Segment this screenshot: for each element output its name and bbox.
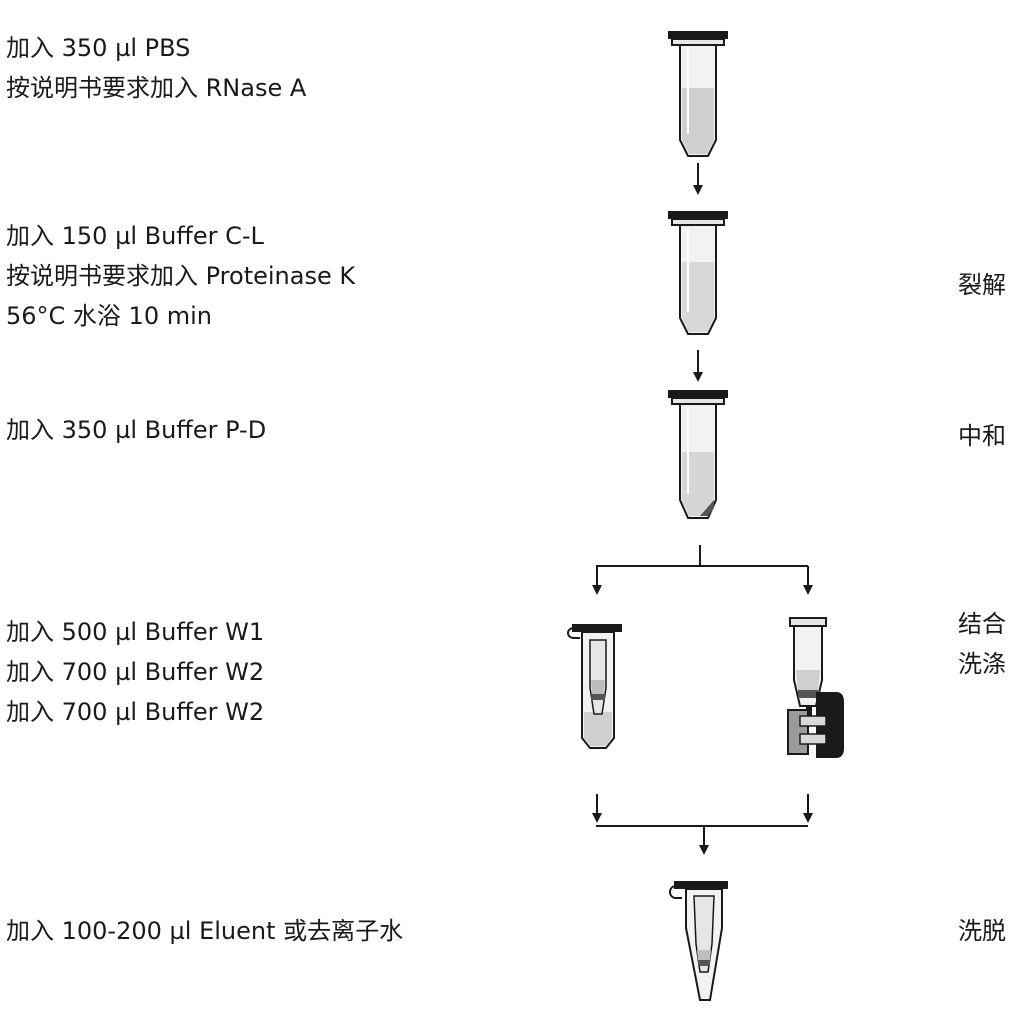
step-4-text: 加入 500 µl Buffer W1 加入 700 µl Buffer W2 … xyxy=(6,612,264,732)
step-1-line-1: 加入 350 µl PBS xyxy=(6,34,191,62)
stage-lysis-label: 裂解 xyxy=(958,265,1006,305)
spin-column-icon xyxy=(567,624,622,749)
stage-elute-label: 洗脱 xyxy=(958,911,1006,951)
step-1-text: 加入 350 µl PBS 按说明书要求加入 RNase A xyxy=(6,28,306,108)
step-5-line-1: 加入 100-200 µl Eluent 或去离子水 xyxy=(6,917,404,945)
elution-tube-icon xyxy=(669,881,728,1001)
step-2-line-1: 加入 150 µl Buffer C-L xyxy=(6,222,264,250)
stage-wash-text: 洗涤 xyxy=(958,650,1006,678)
tube-1-icon xyxy=(668,31,728,157)
stage-bind-wash-label: 结合 洗涤 xyxy=(958,604,1006,684)
stage-elute-text: 洗脱 xyxy=(958,917,1006,945)
step-4-line-2: 加入 700 µl Buffer W2 xyxy=(6,658,265,686)
stage-neutralize-text: 中和 xyxy=(958,422,1006,450)
stage-neutralize-label: 中和 xyxy=(958,416,1006,456)
tube-3-icon xyxy=(668,390,728,519)
step-2-line-2: 按说明书要求加入 Proteinase K xyxy=(6,262,356,290)
step-2-text: 加入 150 µl Buffer C-L 按说明书要求加入 Proteinase… xyxy=(6,216,355,336)
step-1-line-2: 按说明书要求加入 RNase A xyxy=(6,74,307,102)
step-3-text: 加入 350 µl Buffer P-D xyxy=(6,410,266,450)
stage-lysis-text: 裂解 xyxy=(958,271,1006,299)
tube-2-icon xyxy=(668,211,728,335)
vacuum-manifold-column-icon xyxy=(787,617,844,758)
stage-bind-text: 结合 xyxy=(958,610,1006,638)
step-4-line-3: 加入 700 µl Buffer W2 xyxy=(6,698,265,726)
step-2-line-3: 56°C 水浴 10 min xyxy=(6,302,212,330)
step-3-line-1: 加入 350 µl Buffer P-D xyxy=(6,416,267,444)
step-4-line-1: 加入 500 µl Buffer W1 xyxy=(6,618,265,646)
step-5-text: 加入 100-200 µl Eluent 或去离子水 xyxy=(6,911,403,951)
